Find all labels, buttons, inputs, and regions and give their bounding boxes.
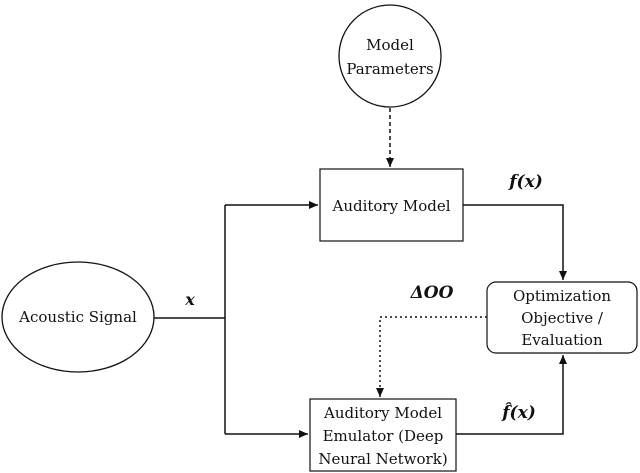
x-label: x — [184, 290, 195, 309]
acoustic-signal-label: Acoustic Signal — [18, 308, 137, 326]
model-to-optimization-arrow — [463, 204, 567, 280]
model-parameters-line-1: Model — [366, 36, 414, 54]
delta-oo-label: ΔOO — [410, 283, 454, 303]
f-x-label: f(x) — [508, 172, 543, 192]
optimization-line-1: Optimization — [513, 287, 611, 305]
emulator-to-optimization-arrow — [456, 355, 567, 435]
optimization-node: Optimization Objective / Evaluation — [486, 281, 638, 354]
auditory-model-node: Auditory Model — [319, 168, 464, 242]
model-parameters-line-2: Parameters — [346, 60, 433, 78]
optimization-line-3: Evaluation — [521, 331, 603, 349]
acoustic-signal-node: Acoustic Signal — [1, 261, 155, 373]
emulator-node: Auditory Model Emulator (Deep Neural Net… — [309, 398, 457, 472]
emulator-line-3: Neural Network) — [318, 450, 447, 468]
optimization-line-2: Objective / — [521, 309, 604, 327]
auditory-model-label: Auditory Model — [331, 197, 450, 215]
emulator-line-1: Auditory Model — [323, 404, 442, 422]
f-hat-x-label: f̂(x) — [501, 403, 536, 423]
feedback-to-emulator-arrow — [376, 316, 487, 397]
emulator-line-2: Emulator (Deep — [323, 427, 444, 445]
model-parameters-node: Model Parameters — [338, 4, 442, 108]
